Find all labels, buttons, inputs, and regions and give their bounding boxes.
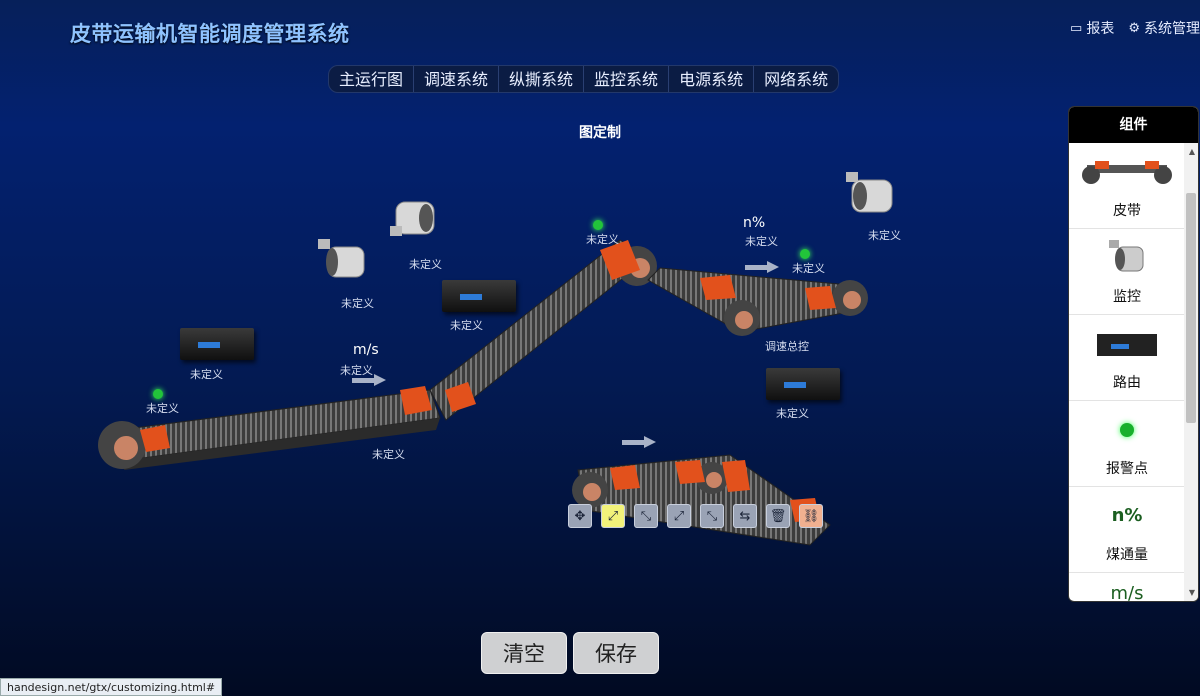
belt-main-left[interactable] — [98, 386, 441, 470]
settings-link[interactable]: ⚙ 系统管理 — [1128, 18, 1200, 38]
component-speed[interactable]: m/s — [1069, 573, 1185, 602]
camera-icon — [1107, 229, 1147, 286]
element-toolbar: ✥ ⤢ ⤡ ⤢ ⤡ ⇆ 🗑 ⛓ — [568, 504, 823, 528]
router-device-1[interactable] — [180, 328, 254, 360]
belt-main-label: 未定义 — [372, 448, 405, 461]
component-belt[interactable]: 皮带 — [1069, 143, 1185, 229]
flow-arrow-2 — [745, 261, 779, 273]
camera-2-label: 未定义 — [409, 258, 442, 271]
expand-tool[interactable]: ⤢ — [667, 504, 691, 528]
router-1-label: 未定义 — [190, 368, 223, 381]
bottom-actions: 清空 保存 — [481, 632, 659, 674]
component-router[interactable]: 路由 — [1069, 315, 1185, 401]
scroll-up-icon[interactable]: ▲ — [1188, 147, 1195, 156]
shrink-tool[interactable]: ⤡ — [634, 504, 658, 528]
move-tool[interactable]: ✥ — [568, 504, 592, 528]
belt-upper-right[interactable] — [647, 267, 868, 336]
router-2-label: 未定义 — [450, 319, 483, 332]
alarm-dot-3[interactable] — [800, 249, 810, 259]
alarm-dot-2[interactable] — [593, 220, 603, 230]
alarm-dot-1[interactable] — [153, 389, 163, 399]
router-icon — [1095, 315, 1159, 372]
component-router-label: 路由 — [1113, 375, 1141, 391]
component-coal-flow[interactable]: n% 煤通量 — [1069, 487, 1185, 573]
component-belt-label: 皮带 — [1113, 203, 1141, 219]
settings-label: 系统管理 — [1144, 21, 1200, 37]
camera-device-2[interactable] — [388, 196, 442, 242]
main-nav: 主运行图 调速系统 纵撕系统 监控系统 电源系统 网络系统 — [328, 65, 840, 93]
belt-lower[interactable] — [572, 454, 831, 546]
shrink2-tool[interactable]: ⤡ — [700, 504, 724, 528]
ms-sub-label: 未定义 — [340, 364, 373, 377]
npct-sub-label: 未定义 — [745, 235, 778, 248]
router-3-label: 未定义 — [776, 407, 809, 420]
nav-network[interactable]: 网络系统 — [764, 70, 829, 89]
panel-title: 组件 — [1069, 107, 1198, 143]
alarm-3-label: 未定义 — [792, 262, 825, 275]
alarm-2-label: 未定义 — [586, 233, 619, 246]
belt-incline[interactable] — [429, 239, 657, 421]
camera-device-3[interactable] — [844, 170, 898, 216]
flow-arrow-1 — [352, 374, 386, 386]
camera-1-label: 未定义 — [341, 297, 374, 310]
component-panel: 组件 皮带 监控 路由 报警点 n% — [1068, 106, 1199, 602]
component-coal-flow-label: 煤通量 — [1106, 547, 1148, 563]
delete-tool[interactable]: 🗑 — [766, 504, 790, 528]
swap-tool[interactable]: ⇆ — [733, 504, 757, 528]
flow-arrow-3 — [622, 436, 656, 448]
camera-3-label: 未定义 — [868, 229, 901, 242]
nav-monitor[interactable]: 监控系统 — [584, 66, 670, 92]
clear-button[interactable]: 清空 — [481, 632, 567, 674]
save-button[interactable]: 保存 — [573, 632, 659, 674]
top-links: ▭ 报表 ⚙ 系统管理 — [1070, 18, 1200, 38]
scroll-down-icon[interactable]: ▼ — [1188, 588, 1195, 597]
coal-flow-icon: n% — [1112, 487, 1143, 544]
status-url: handesign.net/gtx/customizing.html# — [0, 678, 223, 696]
conveyor-drawing — [98, 239, 868, 546]
nav-main-run[interactable]: 主运行图 — [329, 66, 415, 92]
report-label: 报表 — [1086, 21, 1115, 37]
speed-readout: m/s — [353, 342, 379, 358]
router-device-3[interactable] — [766, 368, 840, 400]
alarm-dot-icon — [1120, 401, 1134, 458]
scroll-thumb[interactable] — [1186, 193, 1196, 423]
component-alarm[interactable]: 报警点 — [1069, 401, 1185, 487]
component-monitor-label: 监控 — [1113, 289, 1141, 305]
speed-icon: m/s — [1110, 583, 1144, 602]
camera-device-1[interactable] — [316, 237, 370, 283]
gear-icon: ⚙ — [1128, 20, 1140, 36]
component-alarm-label: 报警点 — [1106, 461, 1148, 477]
report-link[interactable]: ▭ 报表 — [1070, 18, 1114, 38]
report-icon: ▭ — [1070, 20, 1083, 36]
panel-scrollbar[interactable] — [1184, 143, 1198, 601]
canvas-title: 图定制 — [579, 125, 621, 141]
design-canvas[interactable]: 未定义 未定义 未定义 未定义 未定义 未定义 未定义 未定义 未定义 未定义 … — [0, 100, 1062, 620]
link-tool[interactable]: ⛓ — [799, 504, 823, 528]
nav-speed[interactable]: 调速系统 — [414, 66, 500, 92]
component-monitor[interactable]: 监控 — [1069, 229, 1185, 315]
nav-power[interactable]: 电源系统 — [669, 66, 755, 92]
coal-flow-readout: n% — [743, 215, 766, 231]
resize-tool[interactable]: ⤢ — [601, 504, 625, 528]
belt-icon — [1081, 143, 1173, 200]
router-device-2[interactable] — [442, 280, 516, 312]
alarm-1-label: 未定义 — [146, 402, 179, 415]
component-list: 皮带 监控 路由 报警点 n% 煤通量 m/s — [1069, 143, 1185, 602]
coal-flow-symbol: n% — [1111, 505, 1143, 526]
app-title: 皮带运输机智能调度管理系统 — [70, 22, 350, 46]
nav-tear[interactable]: 纵撕系统 — [499, 66, 585, 92]
speed-ctrl-label: 调速总控 — [765, 340, 809, 353]
